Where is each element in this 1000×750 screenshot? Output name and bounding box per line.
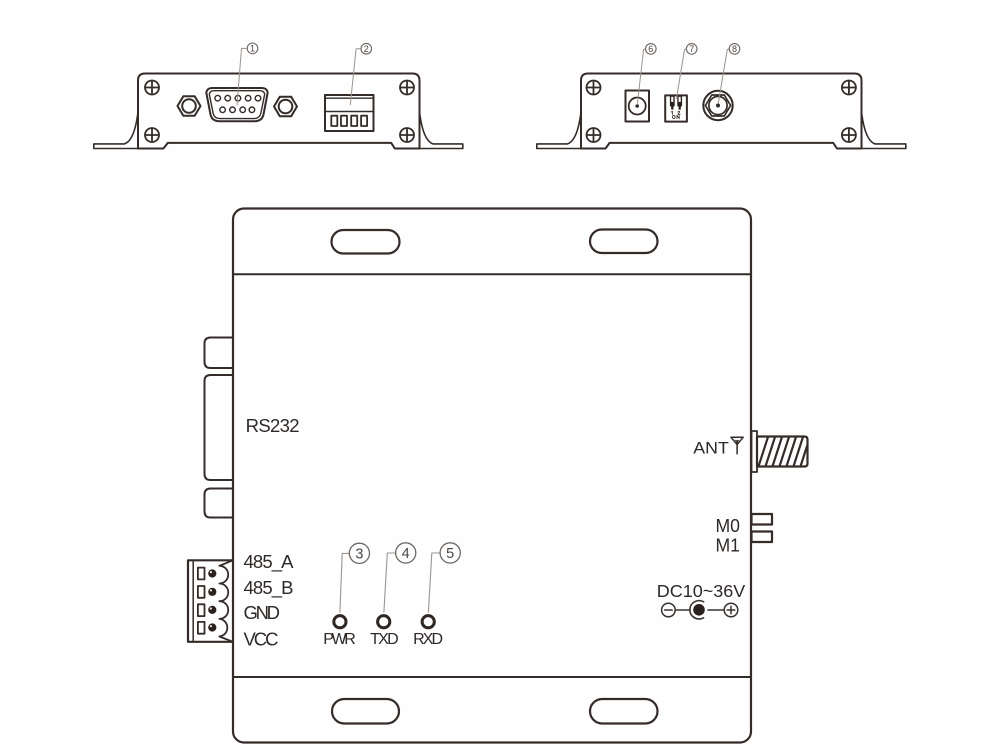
- svg-text:6: 6: [648, 44, 653, 54]
- svg-text:PWR: PWR: [323, 631, 356, 648]
- svg-text:TXD: TXD: [370, 631, 399, 648]
- svg-text:RXD: RXD: [413, 631, 443, 648]
- svg-text:M0: M0: [716, 516, 741, 536]
- svg-text:2: 2: [364, 44, 369, 54]
- svg-text:RS232: RS232: [246, 415, 300, 436]
- svg-text:VCC: VCC: [244, 628, 279, 649]
- svg-text:DC10~36V: DC10~36V: [657, 581, 746, 601]
- svg-text:1: 1: [250, 44, 255, 54]
- svg-text:ANT: ANT: [693, 439, 729, 457]
- svg-text:485_A: 485_A: [244, 551, 295, 573]
- svg-text:8: 8: [732, 44, 737, 54]
- svg-text:3: 3: [355, 547, 363, 563]
- svg-text:7: 7: [689, 44, 694, 54]
- svg-text:M1: M1: [716, 536, 741, 556]
- svg-text:485_B: 485_B: [244, 577, 294, 599]
- svg-text:4: 4: [402, 546, 410, 562]
- svg-text:5: 5: [446, 546, 454, 562]
- svg-text:GND: GND: [244, 602, 281, 623]
